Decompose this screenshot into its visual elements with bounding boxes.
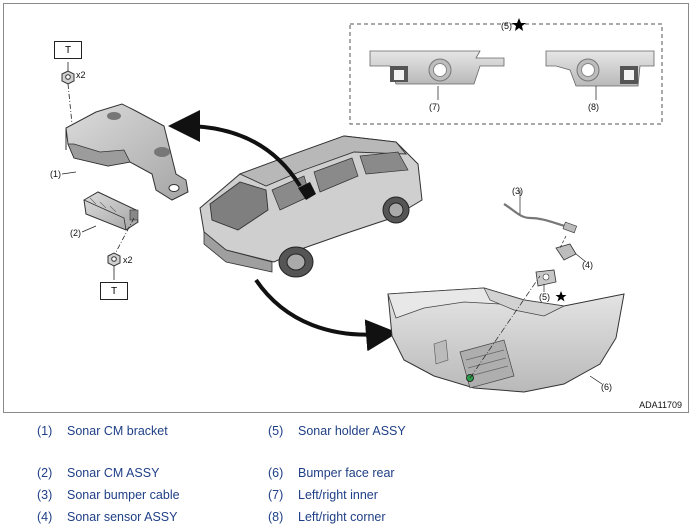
legend-text: Sonar CM ASSY [67, 466, 160, 480]
callout-6: (6) [601, 382, 612, 392]
holder-corner-shape [545, 50, 655, 100]
bumper-face-rear-shape [387, 275, 625, 393]
legend-item: (2) Sonar CM ASSY [37, 466, 159, 480]
legend-num: (6) [268, 466, 284, 480]
legend-text: Left/right inner [298, 488, 378, 502]
callout-8: (8) [588, 102, 599, 112]
legend-item: (6) Bumper face rear [268, 466, 395, 480]
nut-bottom-shape [107, 217, 135, 280]
qty-label-top: x2 [76, 70, 86, 80]
legend-num: (8) [268, 510, 284, 524]
legend-text: Bumper face rear [298, 466, 395, 480]
legend-num: (2) [37, 466, 53, 480]
holder-inner-shape [369, 50, 505, 100]
legend-item: (1) Sonar CM bracket [37, 424, 168, 438]
callout-4: (4) [582, 260, 593, 270]
legend-item: (8) Left/right corner [268, 510, 386, 524]
sonar-sensor-shape [555, 235, 587, 263]
callout-5: (5) [539, 292, 550, 302]
vehicle-illustration [199, 135, 423, 278]
arrow-to-bracket [168, 110, 302, 188]
callout-5-detail: (5) [501, 21, 512, 31]
qty-label-bottom: x2 [123, 255, 133, 265]
callout-7: (7) [429, 102, 440, 112]
sonar-holder-small-shape [535, 269, 567, 302]
sonar-cm-assy-shape [83, 191, 139, 231]
callout-1: (1) [50, 169, 61, 179]
nut-top-shape [61, 62, 75, 125]
legend-num: (4) [37, 510, 53, 524]
diagram-artwork [61, 18, 663, 393]
arrow-to-bumper [254, 278, 398, 352]
exploded-diagram: T x2 T x2 (1) (2) (3) (4) (5) (5) (6) (7… [3, 3, 689, 413]
sonar-cm-bracket-shape [65, 103, 189, 201]
callout-2: (2) [70, 228, 81, 238]
figure-code: ADA11709 [639, 400, 682, 410]
callout-3: (3) [512, 186, 523, 196]
legend-text: Sonar sensor ASSY [67, 510, 178, 524]
detail-box-sonar-holder [349, 23, 663, 125]
star-icon [512, 18, 526, 31]
legend-num: (3) [37, 488, 53, 502]
legend-item: (4) Sonar sensor ASSY [37, 510, 177, 524]
legend-item: (5) Sonar holder ASSY [268, 424, 406, 438]
torque-box-top: T [54, 41, 82, 59]
legend-text: Sonar bumper cable [67, 488, 180, 502]
legend-text: Sonar holder ASSY [298, 424, 406, 438]
sonar-bumper-cable-shape [503, 190, 578, 234]
legend-item: (3) Sonar bumper cable [37, 488, 180, 502]
legend-text: Sonar CM bracket [67, 424, 168, 438]
legend-num: (7) [268, 488, 284, 502]
legend-item: (7) Left/right inner [268, 488, 378, 502]
legend-text: Left/right corner [298, 510, 386, 524]
legend-num: (5) [268, 424, 284, 438]
torque-box-bottom: T [100, 282, 128, 300]
legend-num: (1) [37, 424, 53, 438]
